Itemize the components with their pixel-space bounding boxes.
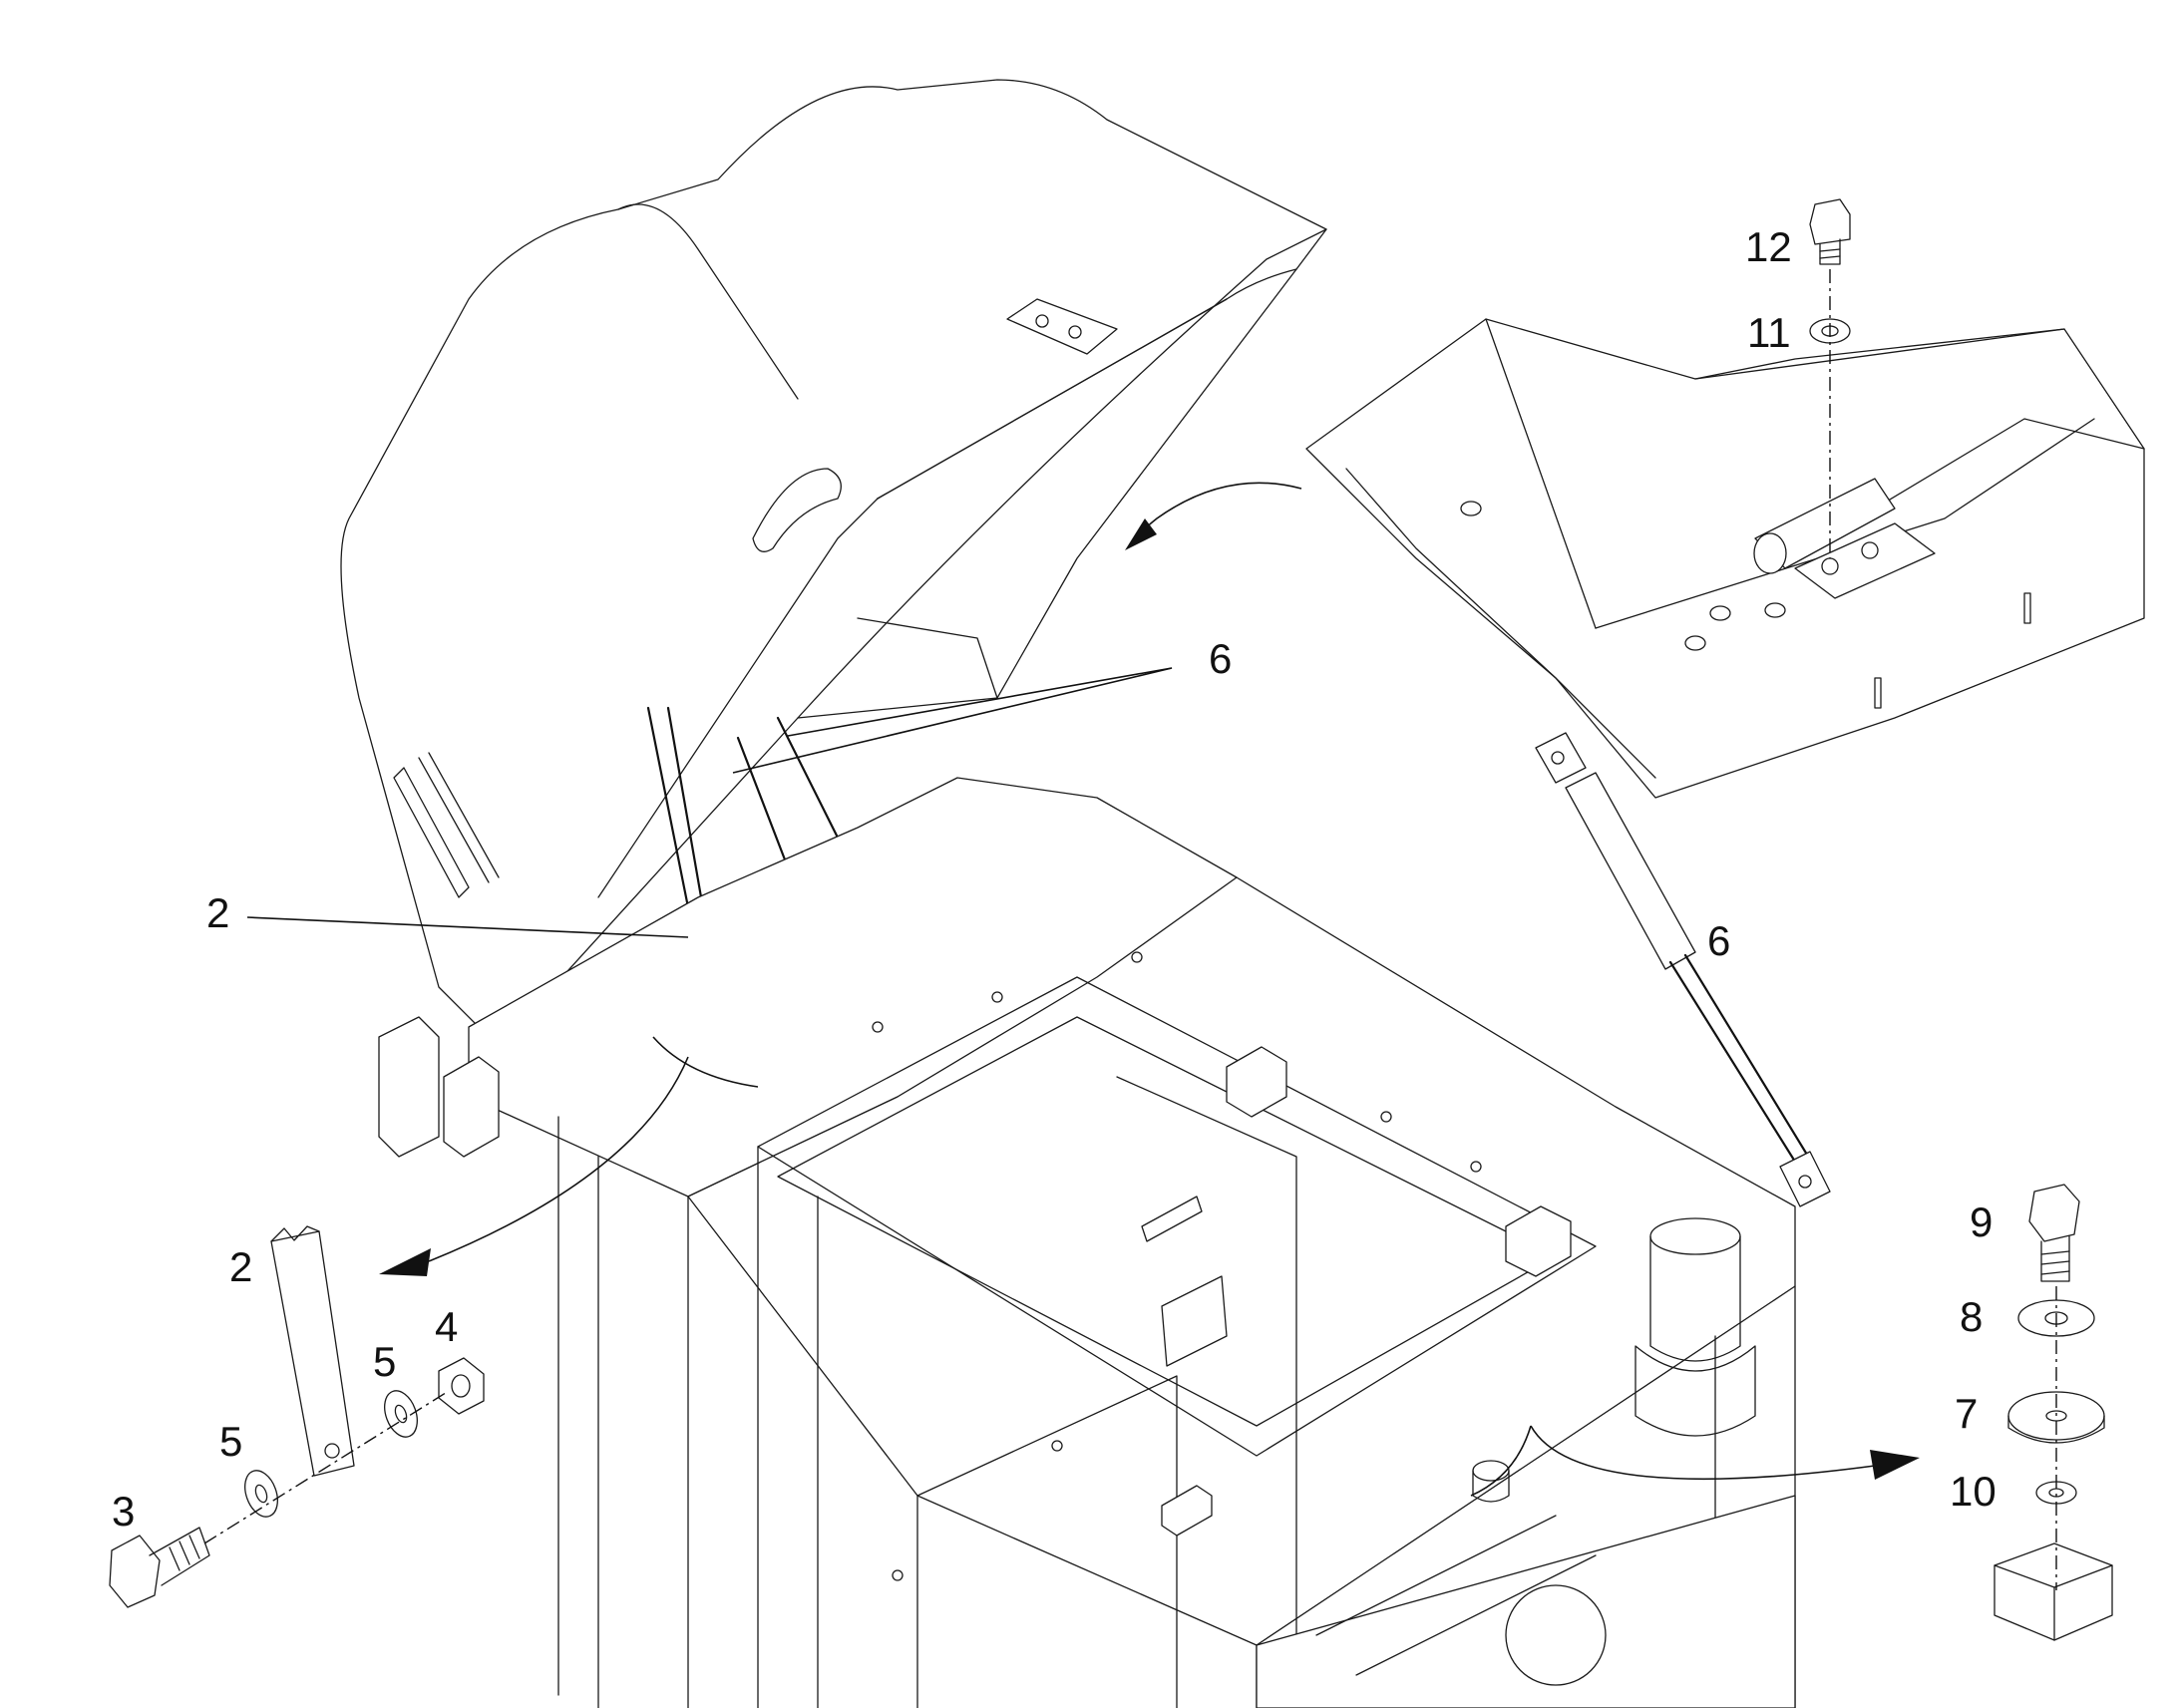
callout-2-main: 2 — [206, 889, 229, 936]
callout-12: 12 — [1745, 223, 1792, 270]
latch-detail-view — [1305, 318, 2145, 799]
callout-2-detail: 2 — [229, 1243, 252, 1290]
detail-arrow-right — [1470, 1425, 1920, 1497]
washer-5-right — [384, 1390, 418, 1438]
callout-5-right: 5 — [373, 1338, 396, 1385]
callout-9: 9 — [1970, 1198, 1993, 1245]
detail-arrow-top — [1125, 482, 1302, 550]
callout-3: 3 — [112, 1488, 135, 1535]
bolt-3 — [109, 1527, 210, 1608]
callout-6-top: 6 — [1209, 635, 1232, 682]
washer-5-left — [244, 1470, 278, 1518]
leader-2-main — [246, 916, 689, 938]
strut-end-detail — [270, 1225, 355, 1477]
detail-arrow-left — [379, 1036, 759, 1276]
nut-4 — [438, 1357, 485, 1415]
leader-6-top-b — [732, 667, 1173, 774]
bolt-9 — [2028, 1184, 2080, 1282]
callout-11: 11 — [1747, 309, 1791, 356]
assembly-axis-3 — [203, 1390, 450, 1544]
callout-5-left: 5 — [219, 1418, 242, 1465]
mounting-block — [1994, 1542, 2113, 1641]
callout-10: 10 — [1950, 1468, 1997, 1515]
bolt-12 — [1809, 198, 1851, 265]
callout-7: 7 — [1955, 1390, 1978, 1437]
gas-strut-6 — [1535, 732, 1831, 1207]
open-cover — [340, 79, 1327, 1048]
callout-8: 8 — [1960, 1293, 1983, 1340]
leader-6-top-a — [787, 667, 1173, 737]
callout-4: 4 — [435, 1303, 458, 1350]
callout-6-strut: 6 — [1707, 917, 1730, 964]
